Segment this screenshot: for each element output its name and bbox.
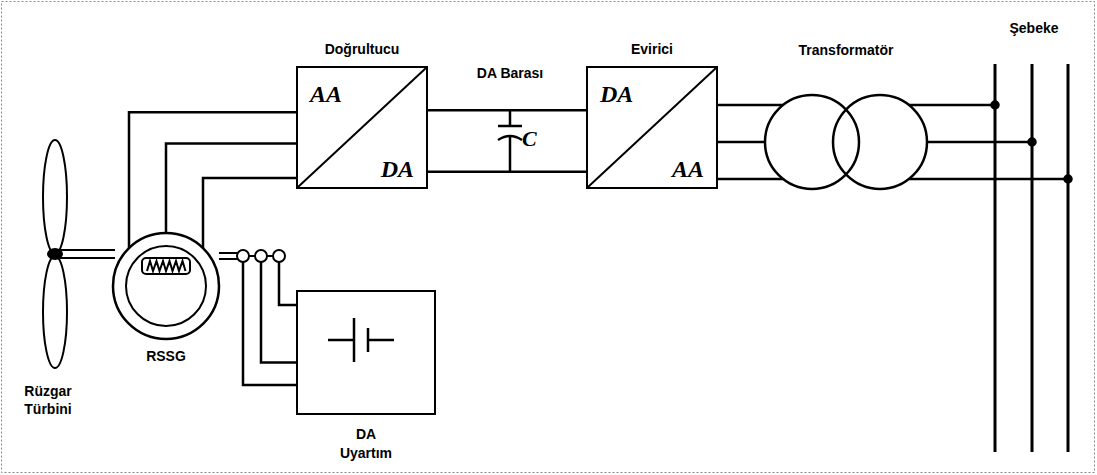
bus-label: DA Barası xyxy=(455,65,565,81)
box-heading: Evirici xyxy=(631,41,673,57)
box-heading: Transformatör xyxy=(799,42,894,58)
port-type: AA xyxy=(310,82,342,106)
capacitor-label: C xyxy=(522,128,552,150)
node-shape xyxy=(298,292,434,413)
turbine-label: Rüzgar Türbini xyxy=(10,382,86,418)
port-type: DA xyxy=(381,157,414,181)
converter-box: EviriciDAAA xyxy=(586,66,718,189)
dc-excitation-box: DA Uyartım xyxy=(296,290,436,415)
wire-connector xyxy=(129,112,296,248)
port-type: AA xyxy=(672,157,704,181)
wind-turbine xyxy=(43,140,115,368)
wire-connector xyxy=(243,262,296,385)
node-shape xyxy=(762,94,930,191)
capacitor-symbol xyxy=(498,110,522,172)
transformer-node: Transformatör xyxy=(762,94,930,191)
wire-connector xyxy=(428,110,586,172)
node-shape xyxy=(110,230,290,345)
port-type: DA xyxy=(600,82,633,106)
grid-bus xyxy=(995,64,1068,452)
box-caption: DA Uyartım xyxy=(330,425,402,463)
converter-box: DoğrultucuAADA xyxy=(296,66,428,189)
grid-label: Şebeke xyxy=(994,20,1074,36)
grid-wires xyxy=(909,102,1072,183)
generator-label: RSSG xyxy=(146,348,186,364)
generator-node: RSSG xyxy=(110,230,290,345)
box-heading: Doğrultucu xyxy=(325,41,400,57)
